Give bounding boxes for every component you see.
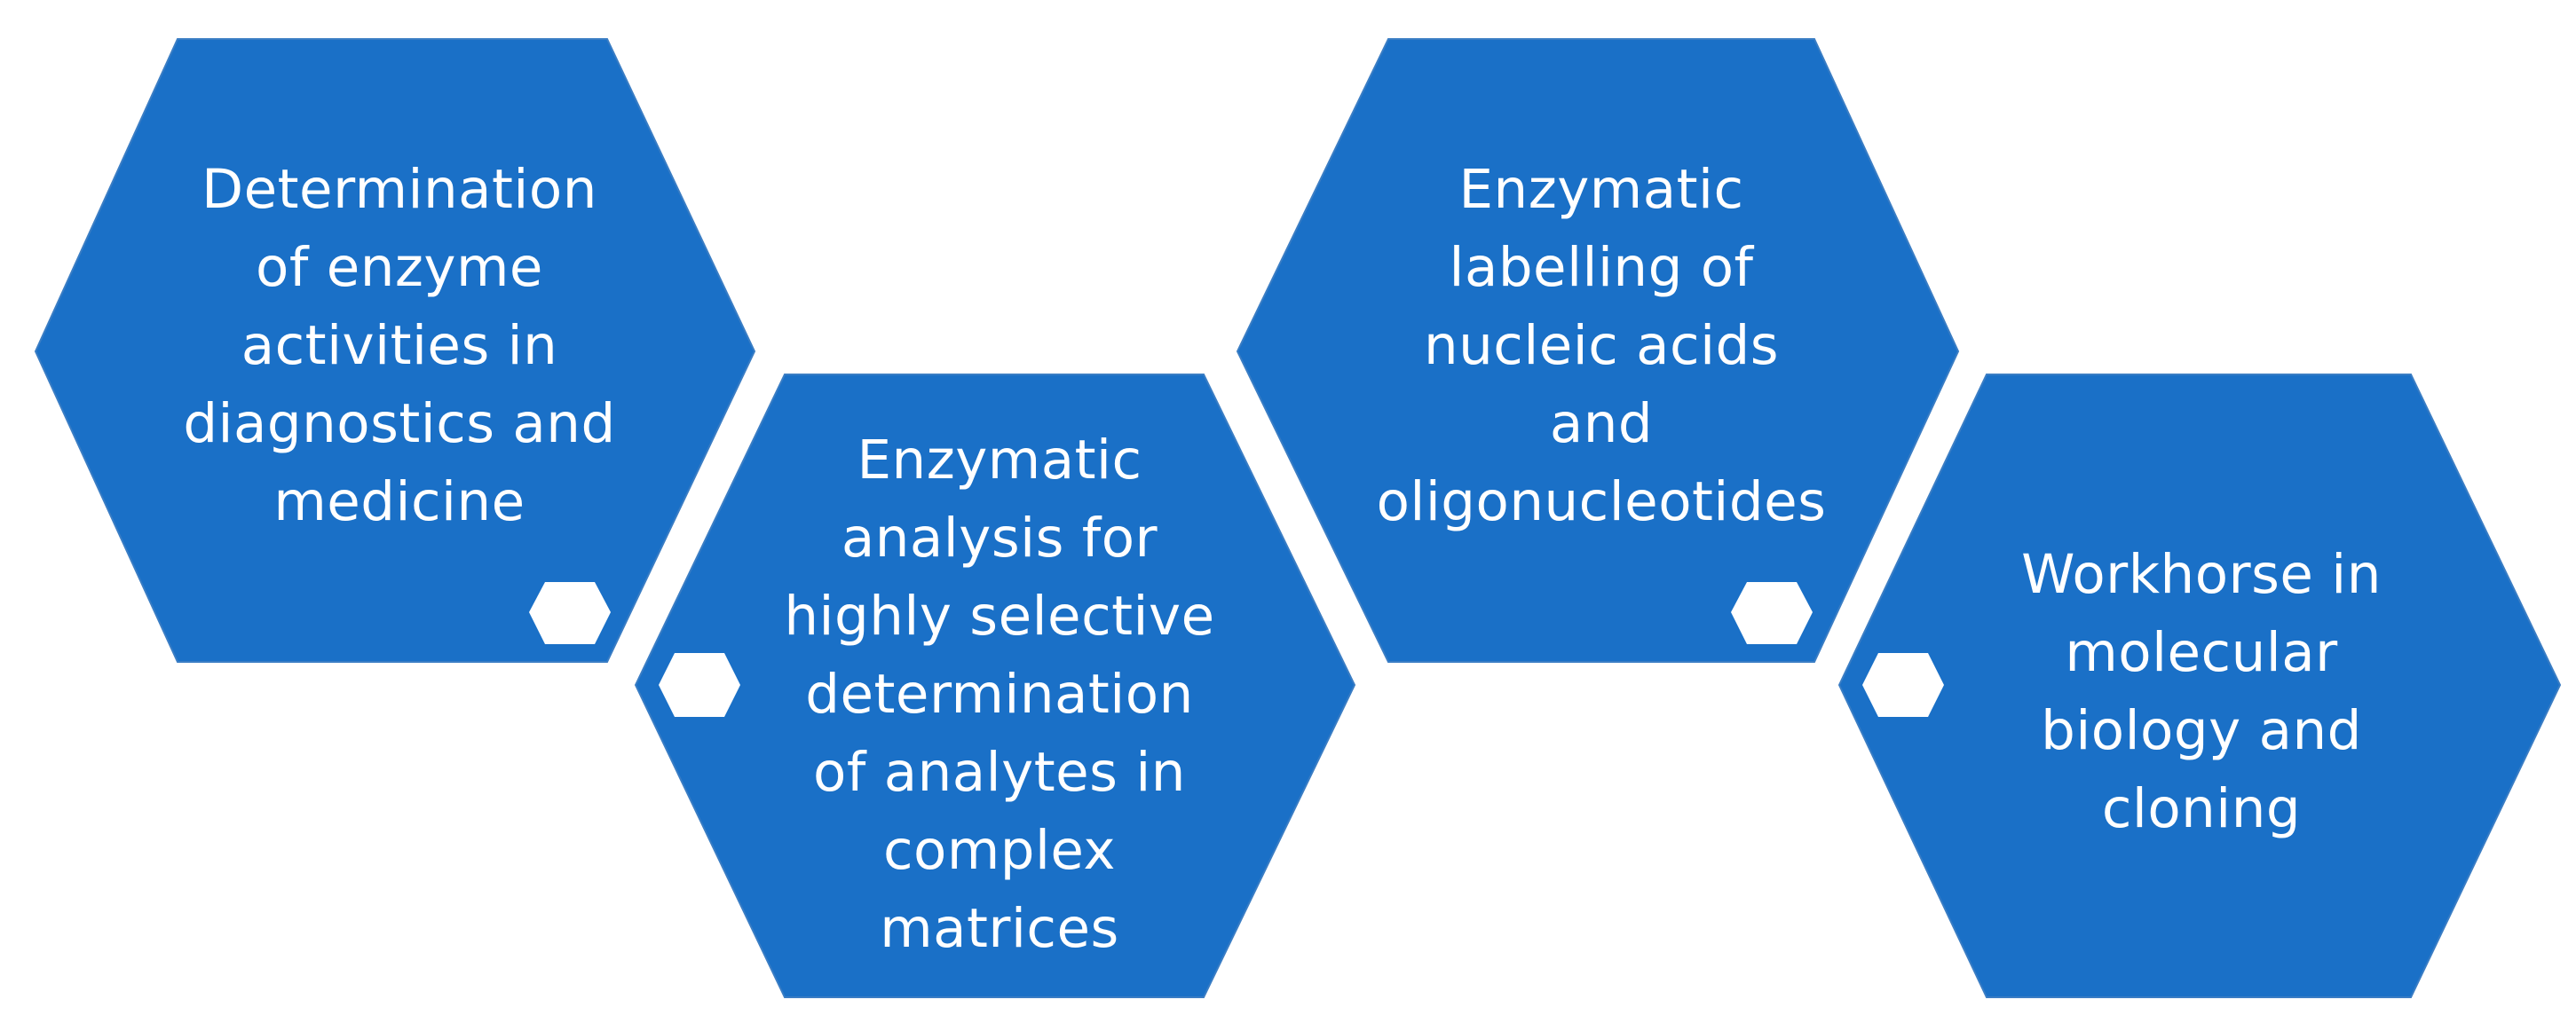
small-hexagon-2	[659, 653, 740, 717]
hexagon-3	[1236, 38, 1960, 663]
small-hexagon-1	[529, 582, 611, 644]
hexagon-2	[634, 374, 1356, 998]
small-hexagon-4	[1862, 653, 1944, 717]
hexagon-1	[34, 38, 756, 663]
small-hexagon-3	[1731, 582, 1813, 644]
hexagon-4	[1837, 374, 2562, 998]
